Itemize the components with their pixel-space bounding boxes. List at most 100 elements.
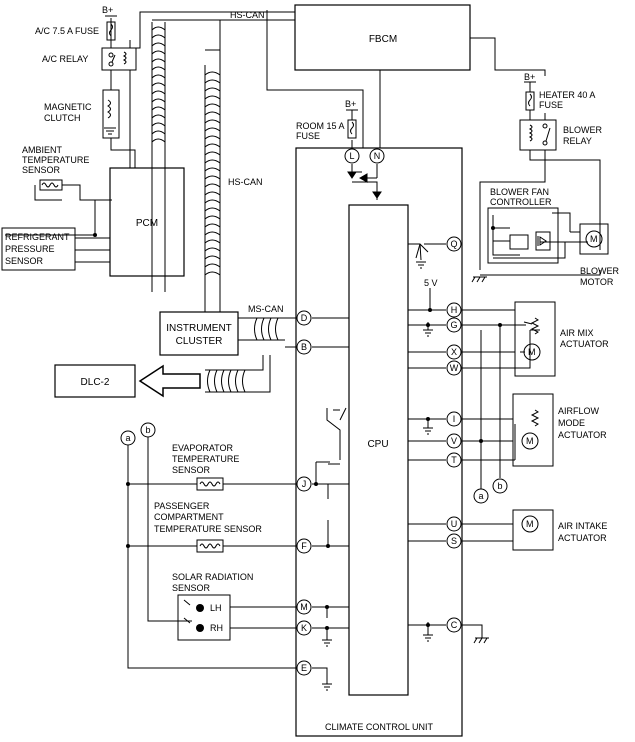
ac-relay: A/C RELAY bbox=[42, 47, 137, 71]
svg-text:M: M bbox=[528, 347, 536, 357]
svg-text:RELAY: RELAY bbox=[563, 136, 592, 146]
svg-text:D: D bbox=[301, 313, 308, 323]
svg-text:C: C bbox=[451, 620, 458, 630]
hs-can-label-top: HS-CAN bbox=[230, 10, 265, 20]
svg-text:B+: B+ bbox=[345, 99, 356, 109]
svg-text:EVAPORATOR: EVAPORATOR bbox=[172, 443, 234, 453]
terminal-H: H bbox=[446, 302, 462, 318]
terminal-W: W bbox=[446, 360, 462, 376]
svg-text:TEMPERATURE: TEMPERATURE bbox=[172, 454, 239, 464]
airflow-mode-actuator: M AIRFLOW MODE ACTUATOR bbox=[512, 393, 607, 467]
ac-relay-label: A/C RELAY bbox=[42, 54, 88, 64]
svg-text:BLOWER: BLOWER bbox=[580, 266, 620, 276]
dlc2-label: DLC-2 bbox=[81, 377, 110, 388]
connector-a-right: a bbox=[473, 488, 489, 504]
magnetic-clutch: MAGNETIC CLUTCH bbox=[44, 89, 120, 139]
connector-b-left: b bbox=[140, 422, 156, 438]
five-v-label: 5 V bbox=[424, 278, 438, 288]
svg-text:F: F bbox=[301, 541, 307, 551]
ac-fuse: A/C 7.5 A FUSE bbox=[35, 21, 116, 41]
instrument-cluster-label-1: INSTRUMENT bbox=[166, 323, 232, 334]
cpu-label: CPU bbox=[367, 439, 388, 450]
terminal-K: K bbox=[296, 620, 312, 636]
svg-text:B: B bbox=[301, 342, 307, 352]
terminal-U: U bbox=[446, 516, 462, 532]
svg-text:MOTOR: MOTOR bbox=[580, 277, 614, 287]
svg-text:TEMPERATURE: TEMPERATURE bbox=[22, 155, 89, 165]
svg-text:RH: RH bbox=[210, 623, 223, 633]
svg-text:MAGNETIC: MAGNETIC bbox=[44, 102, 92, 112]
terminal-V: V bbox=[446, 433, 462, 449]
passenger-compartment-sensor: PASSENGER COMPARTMENT TEMPERATURE SENSOR bbox=[154, 501, 262, 553]
terminal-D: D bbox=[296, 310, 312, 326]
svg-text:REFRIGERANT: REFRIGERANT bbox=[5, 232, 70, 242]
terminal-Q: Q bbox=[446, 236, 462, 252]
terminal-X: X bbox=[446, 344, 462, 360]
svg-text:HEATER 40 A: HEATER 40 A bbox=[539, 90, 595, 100]
cpu-block: CPU bbox=[348, 204, 409, 696]
connector-b-right: b bbox=[492, 478, 508, 494]
svg-text:K: K bbox=[301, 623, 307, 633]
svg-text:a: a bbox=[125, 433, 130, 443]
svg-text:G: G bbox=[450, 320, 457, 330]
blower-fan-controller: BLOWER FAN CONTROLLER bbox=[487, 187, 559, 264]
blower-motor: M BLOWER MOTOR bbox=[579, 223, 620, 287]
svg-text:V: V bbox=[451, 436, 457, 446]
svg-text:S: S bbox=[451, 536, 457, 546]
svg-text:M: M bbox=[526, 436, 534, 446]
connector-a-left: a bbox=[120, 430, 136, 446]
svg-text:FUSE: FUSE bbox=[296, 131, 320, 141]
pcm-label: PCM bbox=[136, 218, 158, 229]
svg-text:U: U bbox=[451, 519, 458, 529]
svg-text:E: E bbox=[301, 663, 307, 673]
svg-text:B+: B+ bbox=[524, 72, 535, 82]
svg-text:L: L bbox=[349, 151, 354, 161]
svg-text:BLOWER: BLOWER bbox=[563, 125, 603, 135]
svg-text:N: N bbox=[374, 151, 381, 161]
svg-text:AIR INTAKE: AIR INTAKE bbox=[558, 521, 607, 531]
evaporator-temperature-sensor: EVAPORATOR TEMPERATURE SENSOR bbox=[172, 443, 239, 491]
solar-radiation-sensor: LH RH SOLAR RADIATION SENSOR bbox=[172, 572, 253, 641]
terminal-L: L bbox=[344, 148, 360, 164]
svg-text:AMBIENT: AMBIENT bbox=[22, 145, 63, 155]
svg-text:SENSOR: SENSOR bbox=[172, 465, 211, 475]
terminal-F: F bbox=[296, 538, 312, 554]
svg-text:BLOWER FAN: BLOWER FAN bbox=[490, 187, 549, 197]
hs-can-twisted-pair-right bbox=[204, 19, 295, 312]
terminal-G: G bbox=[446, 317, 462, 333]
instrument-cluster-block: INSTRUMENT CLUSTER bbox=[159, 311, 239, 356]
ms-can-twisted-pair bbox=[205, 317, 285, 393]
svg-text:X: X bbox=[451, 347, 457, 357]
fbcm-block: FBCM bbox=[294, 4, 471, 71]
junction-dots bbox=[93, 226, 502, 630]
svg-text:SENSOR: SENSOR bbox=[22, 165, 61, 175]
svg-text:CLUTCH: CLUTCH bbox=[44, 113, 81, 123]
instrument-cluster-label-2: CLUSTER bbox=[176, 336, 223, 347]
bplus-heater: B+ HEATER 40 A FUSE bbox=[524, 72, 595, 111]
svg-text:PRESSURE: PRESSURE bbox=[5, 244, 55, 254]
refrigerant-pressure-sensor: REFRIGERANT PRESSURE SENSOR bbox=[1, 227, 76, 271]
svg-text:M: M bbox=[300, 602, 308, 612]
svg-text:FUSE: FUSE bbox=[539, 100, 563, 110]
svg-text:LH: LH bbox=[210, 603, 222, 613]
fbcm-label: FBCM bbox=[369, 34, 397, 45]
diodes bbox=[347, 171, 382, 199]
terminal-I: I bbox=[446, 411, 462, 427]
svg-text:M: M bbox=[526, 519, 534, 529]
blower-relay: BLOWER RELAY bbox=[519, 119, 603, 151]
pcm-block: PCM bbox=[109, 167, 185, 277]
svg-text:T: T bbox=[451, 455, 457, 465]
air-intake-actuator: M AIR INTAKE ACTUATOR bbox=[512, 509, 607, 551]
svg-text:AIRFLOW: AIRFLOW bbox=[558, 406, 600, 416]
hs-can-twisted-pair-left bbox=[151, 22, 166, 292]
ambient-temperature-sensor: AMBIENT TEMPERATURE SENSOR bbox=[22, 145, 89, 191]
svg-text:W: W bbox=[450, 363, 459, 373]
air-mix-actuator: M AIR MIX ACTUATOR bbox=[514, 301, 609, 377]
svg-text:ACTUATOR: ACTUATOR bbox=[558, 533, 607, 543]
ms-can-label: MS-CAN bbox=[248, 304, 284, 314]
bplus-ac: B+ bbox=[102, 5, 117, 17]
svg-text:SENSOR: SENSOR bbox=[172, 583, 211, 593]
bplus-room: B+ ROOM 15 A FUSE bbox=[296, 99, 358, 141]
terminal-C: C bbox=[446, 617, 462, 633]
